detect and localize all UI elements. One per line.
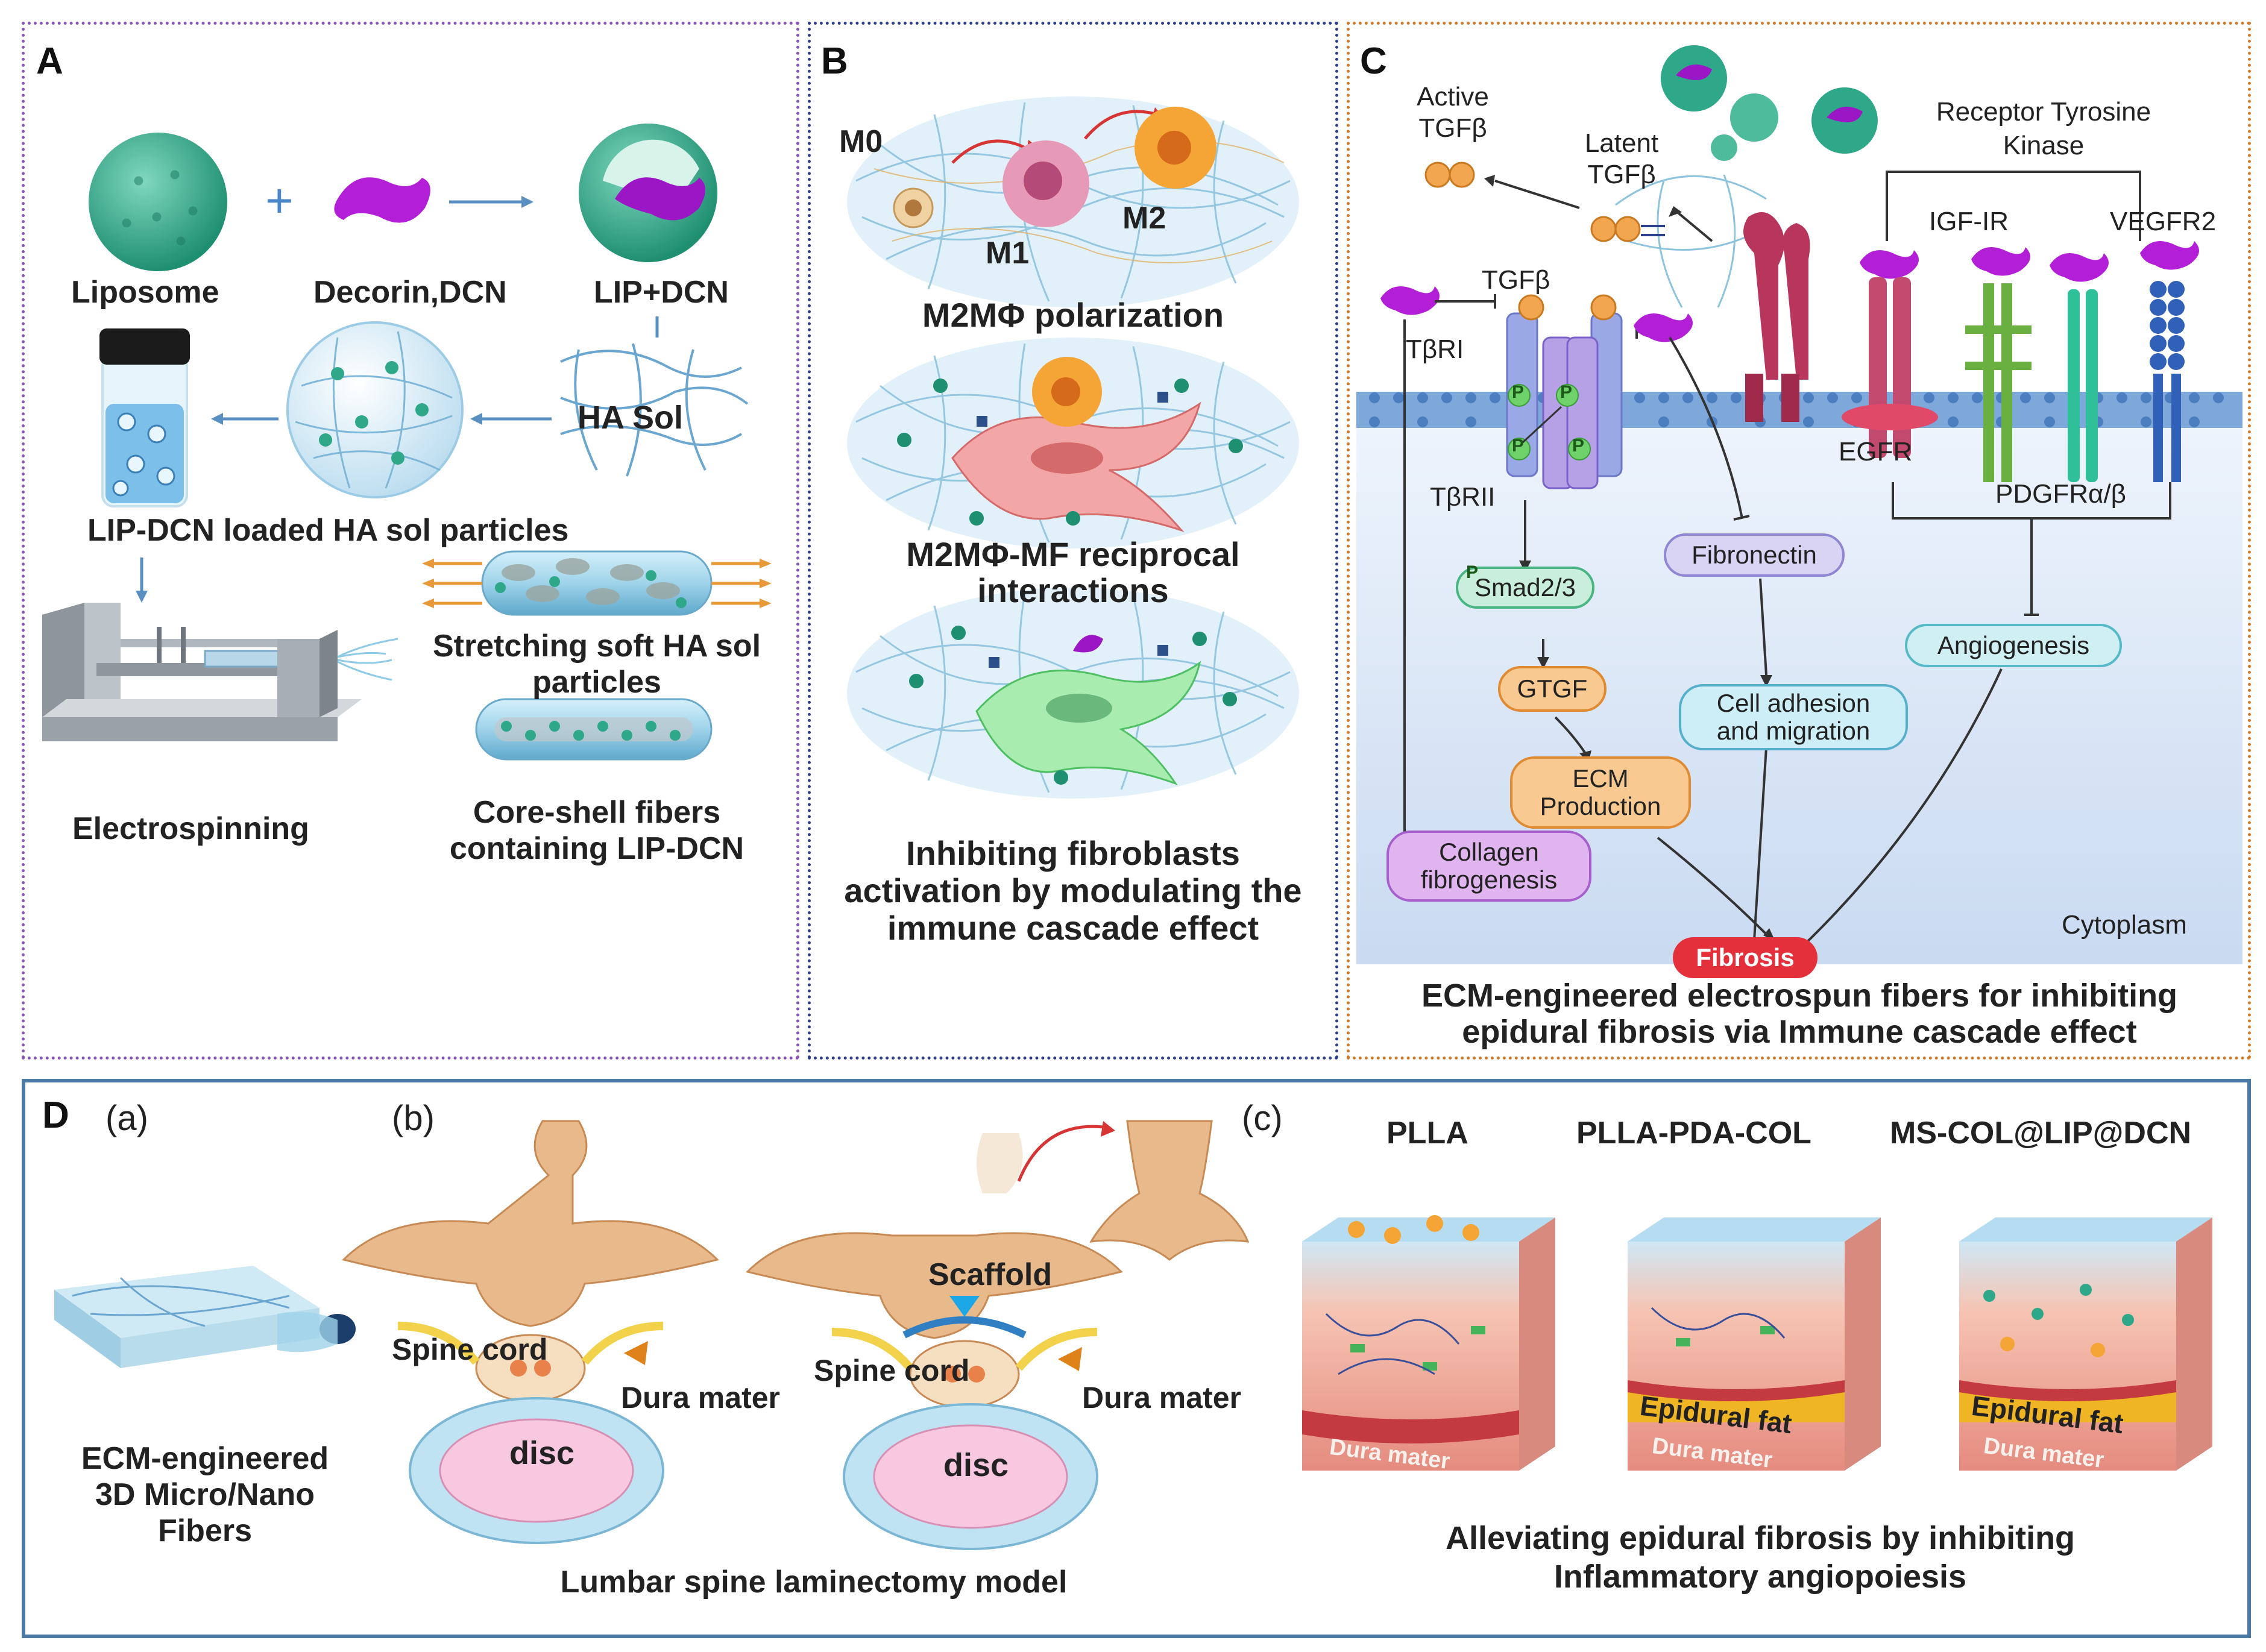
m1-label: M1 — [986, 236, 1030, 271]
phosphate-label: P — [1512, 382, 1525, 402]
inhibit-label: Inhibiting fibroblasts activation by mod… — [844, 834, 1302, 947]
igf-ir-receptor — [1965, 247, 2032, 482]
disc-label-1: disc — [509, 1435, 575, 1471]
pdgfr-label: PDGFRα/β — [1995, 479, 2126, 509]
liposome-sphere — [89, 133, 227, 271]
liposome-label: Liposome — [71, 275, 219, 310]
inhibit-scene — [847, 588, 1299, 799]
disc-label-2: disc — [943, 1447, 1009, 1483]
loaded-particles-label: LIP-DCN loaded HA sol particles — [87, 513, 569, 548]
integrin-receptor — [1743, 212, 1810, 422]
panel-b — [808, 22, 1338, 1060]
core-shell-fiber — [475, 698, 713, 761]
panel-a — [22, 22, 799, 1060]
scaffold-label: Scaffold — [928, 1257, 1053, 1292]
panel-c — [1347, 22, 2251, 1060]
panel-d — [22, 1079, 2251, 1638]
tissue-block-plla-pda-col — [1628, 1217, 1881, 1471]
m2-label: M2 — [1122, 201, 1166, 236]
panel-c-label: C — [1360, 40, 1387, 82]
polarization-label: M2MΦ polarization — [922, 296, 1224, 334]
alleviating-label: Alleviating epidural fibrosis by inhibit… — [1445, 1520, 2076, 1595]
spine-model-intact — [342, 1120, 719, 1544]
phosphate-label: P — [1572, 436, 1585, 456]
vial-icon — [99, 328, 190, 507]
tissue-block-plla — [1302, 1215, 1555, 1471]
panel-d-label: D — [42, 1095, 69, 1136]
igf-ir-label: IGF-IR — [1929, 207, 2009, 236]
lip-dcn-label: LIP+DCN — [594, 275, 729, 310]
panel-d-c-label: (c) — [1242, 1099, 1283, 1138]
liposome-cluster — [1615, 45, 1878, 308]
decorin-shape — [334, 177, 430, 223]
plla-label: PLLA — [1386, 1116, 1468, 1151]
m0-label: M0 — [839, 124, 883, 159]
panel-d-b-label: (b) — [392, 1099, 435, 1138]
electrospinning-label: Electrospinning — [72, 811, 309, 846]
tgfb-receptors — [1506, 294, 1623, 489]
phosphate-label: P — [1560, 382, 1573, 402]
cytoplasm-label: Cytoplasm — [2062, 910, 2187, 940]
core-shell-label: Core-shell fibers containing LIP-DCN — [449, 795, 744, 866]
tissue-block-ms-col — [1959, 1217, 2212, 1471]
phosphate-label: P — [1466, 562, 1479, 582]
tbri-label: TβRI — [1406, 334, 1464, 364]
scaffold-block — [54, 1266, 356, 1368]
tbrii-label: TβRII — [1430, 482, 1496, 512]
gtgf-box: GTGF — [1498, 666, 1607, 712]
electrospinning-machine — [42, 603, 398, 741]
smad-box: Smad2/3 — [1456, 567, 1594, 609]
egfr-receptor — [1842, 250, 1938, 458]
dura-mater-label-2: Dura mater — [1082, 1381, 1241, 1415]
fibronectin-box: Fibronectin — [1664, 533, 1845, 577]
ms-col-label: MS-COL@LIP@DCN — [1890, 1116, 2192, 1151]
fibrosis-box: Fibrosis — [1673, 937, 1818, 978]
dura-mater-label-1: Dura mater — [621, 1381, 780, 1415]
reciprocal-scene — [847, 338, 1299, 548]
vegfr2-label: VEGFR2 — [2110, 207, 2217, 236]
reciprocal-label: M2MΦ-MF reciprocal interactions — [906, 535, 1240, 609]
vegfr2-receptor — [2140, 241, 2199, 482]
stretching-label: Stretching soft HA sol particles — [432, 629, 761, 700]
decorin-label: Decorin,DCN — [313, 275, 507, 310]
plla-pda-col-label: PLLA-PDA-COL — [1576, 1116, 1811, 1151]
panel-a-label: A — [36, 40, 63, 82]
panel-c-caption: ECM-engineered electrospun fibers for in… — [1421, 978, 2178, 1050]
panel-b-label: B — [821, 40, 848, 82]
tgfb-label: TGFβ — [1482, 265, 1550, 295]
spine-model-laminectomy — [746, 1120, 1250, 1550]
spine-cord-label-1: Spine cord — [392, 1333, 548, 1366]
lumbar-model-label: Lumbar spine laminectomy model — [560, 1565, 1068, 1600]
plus-sign: + — [265, 174, 294, 227]
angiogenesis-box: Angiogenesis — [1905, 624, 2122, 667]
phosphate-label: P — [1512, 436, 1525, 456]
egfr-label: EGFR — [1839, 437, 1913, 466]
pdgfr-receptor — [2050, 253, 2109, 482]
polarization-scene — [847, 96, 1299, 307]
stretching-tube — [422, 550, 772, 616]
panel-d-a-label: (a) — [105, 1099, 148, 1138]
ha-sol-mesh — [560, 343, 749, 477]
ha-sol-label: HA Sol — [578, 400, 683, 436]
spine-cord-label-2: Spine cord — [814, 1354, 970, 1387]
